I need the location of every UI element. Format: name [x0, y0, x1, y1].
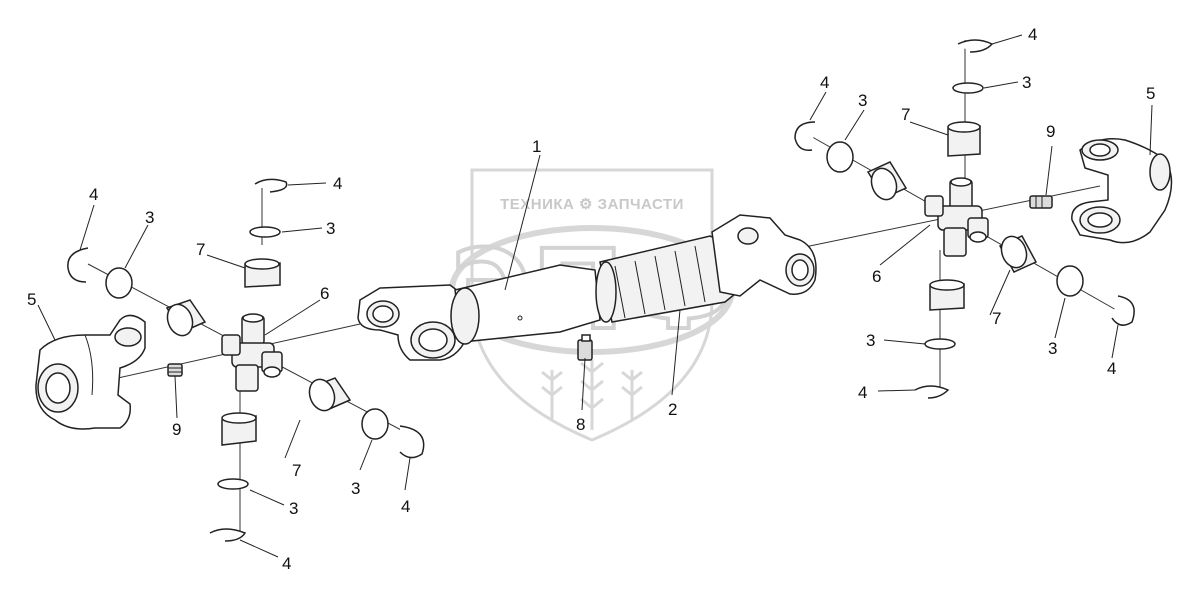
callout-7-right-bottom: 7	[992, 309, 1001, 328]
callout-3-left-right: 3	[351, 479, 360, 498]
callout-4-left-top: 4	[333, 174, 342, 193]
callout-4-right-right: 4	[1107, 359, 1116, 378]
callout-5-right: 5	[1146, 84, 1155, 103]
callout-6-left: 6	[320, 284, 329, 303]
yoke-spline-end	[711, 214, 817, 297]
yoke-right	[1071, 138, 1173, 244]
callout-3-right-right: 3	[1048, 339, 1057, 358]
needle-bearings-right	[866, 121, 1038, 311]
callout-9-left: 9	[172, 420, 181, 439]
circlips-left	[67, 178, 425, 542]
cross-spider-left	[221, 313, 283, 392]
callout-3-left-bottom: 3	[289, 499, 298, 518]
seal-rings-left	[105, 226, 389, 490]
needle-bearings-left	[165, 258, 352, 446]
callout-4-left-clip: 4	[89, 185, 98, 204]
callout-3-right-ring: 3	[858, 91, 867, 110]
callout-3-left-ring: 3	[145, 208, 154, 227]
callout-4-left-bottom: 4	[282, 554, 291, 573]
watermark-shield	[470, 168, 714, 442]
callout-4-right-bottom: 4	[858, 383, 867, 402]
seal-rings-right	[826, 82, 1084, 350]
shaft-tube	[450, 264, 601, 345]
cross-spider-right	[924, 177, 989, 257]
callout-4-right-top: 4	[1028, 25, 1037, 44]
callout-labels: 1 2 8 4 3 5 7 4 3 6 9 7 3 4 3 4 4 3 4 3 …	[27, 25, 1155, 573]
callout-5-left: 5	[27, 290, 36, 309]
callout-7-left-bottom: 7	[292, 461, 301, 480]
callout-2: 2	[668, 400, 677, 419]
callout-6-right: 6	[872, 267, 881, 286]
callout-7-right-top: 7	[901, 105, 910, 124]
wheat-icon	[541, 360, 643, 430]
callout-1: 1	[532, 137, 541, 156]
callout-4-right-clip: 4	[820, 73, 829, 92]
callout-4-left-right: 4	[401, 497, 410, 516]
callout-3-left-top: 3	[326, 219, 335, 238]
yoke-shaft-tube	[357, 284, 471, 361]
circlips-right	[794, 39, 1135, 399]
spline-shaft	[595, 235, 741, 323]
callout-7-left-top: 7	[196, 240, 205, 259]
callout-9-right: 9	[1046, 122, 1055, 141]
yoke-left	[35, 314, 146, 430]
callout-8: 8	[576, 415, 585, 434]
leader-lines	[37, 34, 1153, 558]
grease-fitting-right	[1029, 195, 1053, 209]
callout-3-right-bottom: 3	[866, 331, 875, 350]
watermark-brand-text: ТЕХНИКА ⚙ ЗАПЧАСТИ	[500, 196, 684, 213]
callout-3-right-top: 3	[1022, 73, 1031, 92]
grease-fitting-left	[167, 363, 183, 377]
